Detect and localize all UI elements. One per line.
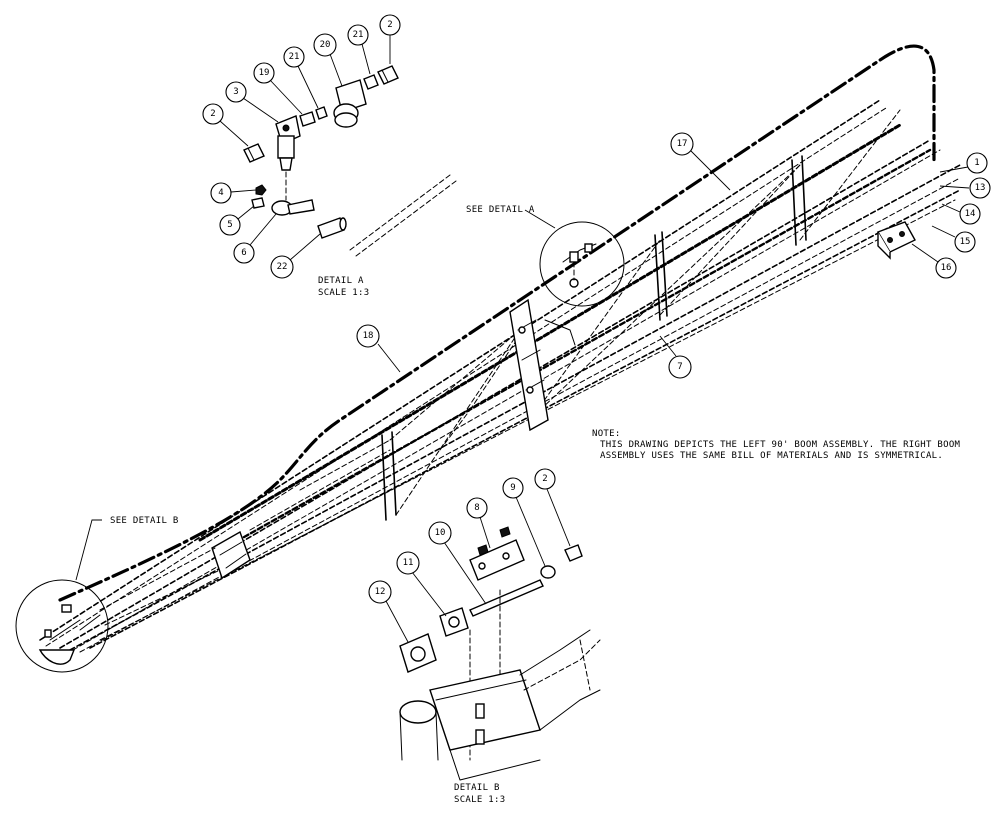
detail-a-title: DETAIL A <box>318 276 364 286</box>
detail-b-title: DETAIL B <box>454 783 500 793</box>
balloon-a5 <box>219 214 241 236</box>
see-detail-a-label: SEE DETAIL A <box>466 205 535 215</box>
detail-a-parts: DETAIL A SCALE 1:3 <box>243 65 457 298</box>
balloon-16-text: 16 <box>941 263 952 273</box>
balloon-a21 <box>283 46 305 68</box>
balloon-17-text: 17 <box>677 139 688 149</box>
balloon-a21-text: 21 <box>289 52 300 62</box>
boom-truss <box>39 99 961 655</box>
see-detail-b-label: SEE DETAIL B <box>110 516 179 526</box>
balloon-a20 <box>313 33 337 57</box>
balloon-a4 <box>210 182 232 204</box>
balloon-13-text: 13 <box>975 183 986 193</box>
note-heading: NOTE: <box>592 429 621 439</box>
balloon-b2-text: 2 <box>542 474 547 484</box>
note-line-2: ASSEMBLY USES THE SAME BILL OF MATERIALS… <box>600 451 943 461</box>
balloon-1-text: 1 <box>974 158 979 168</box>
balloon-a2-top-text: 2 <box>387 20 392 30</box>
balloon-a6-text: 6 <box>241 248 246 258</box>
balloon-a3-text: 3 <box>233 87 238 97</box>
balloon-a3 <box>225 81 247 103</box>
balloon-18-text: 18 <box>363 331 374 341</box>
balloon-a6 <box>233 242 255 264</box>
balloon-16 <box>935 257 957 279</box>
drawing-note: NOTE: THIS DRAWING DEPICTS THE LEFT 90' … <box>592 429 961 461</box>
balloon-b8-text: 8 <box>474 503 479 513</box>
balloon-b11-text: 11 <box>403 558 414 568</box>
balloon-a4-text: 4 <box>218 188 223 198</box>
note-line-1: THIS DRAWING DEPICTS THE LEFT 90' BOOM A… <box>600 440 961 450</box>
balloon-a19 <box>253 62 275 84</box>
balloon-b8 <box>466 497 488 519</box>
balloon-a22-text: 22 <box>277 262 288 272</box>
balloon-18 <box>356 324 380 348</box>
balloon-15 <box>954 231 976 253</box>
detail-b-parts: DETAIL B SCALE 1:3 <box>399 526 601 805</box>
balloon-b10 <box>428 521 452 545</box>
detail-a-scale: SCALE 1:3 <box>318 288 369 298</box>
balloon-1 <box>966 152 988 174</box>
part-balloons: 1 13 14 15 16 17 18 7 2 21 20 <box>202 14 991 643</box>
balloon-a22 <box>270 255 294 279</box>
detail-a-callout: SEE DETAIL A <box>466 205 625 307</box>
balloon-a19-text: 19 <box>259 68 270 78</box>
hose-lines <box>58 44 936 602</box>
balloon-a2-text: 2 <box>210 109 215 119</box>
balloon-b2 <box>534 468 556 490</box>
balloon-b9 <box>502 477 524 499</box>
detail-b-callout: SEE DETAIL B <box>15 516 179 673</box>
balloon-13 <box>969 177 991 199</box>
balloon-a5-text: 5 <box>227 220 232 230</box>
balloon-a20-text: 20 <box>320 40 331 50</box>
detail-b-scale: SCALE 1:3 <box>454 795 505 805</box>
balloon-7-text: 7 <box>677 362 682 372</box>
balloon-b12-text: 12 <box>375 587 386 597</box>
balloon-a21-top <box>347 24 369 46</box>
balloon-b12 <box>368 580 392 604</box>
balloon-a2 <box>202 103 224 125</box>
balloon-17 <box>670 132 694 156</box>
balloon-14 <box>959 203 981 225</box>
balloon-b11 <box>396 551 420 575</box>
balloon-14-text: 14 <box>965 209 976 219</box>
balloon-a2-top <box>379 14 401 36</box>
balloon-15-text: 15 <box>960 237 971 247</box>
balloon-b10-text: 10 <box>435 528 446 538</box>
balloon-7 <box>668 355 692 379</box>
balloon-b9-text: 9 <box>510 483 515 493</box>
balloon-a21-top-text: 21 <box>353 30 364 40</box>
